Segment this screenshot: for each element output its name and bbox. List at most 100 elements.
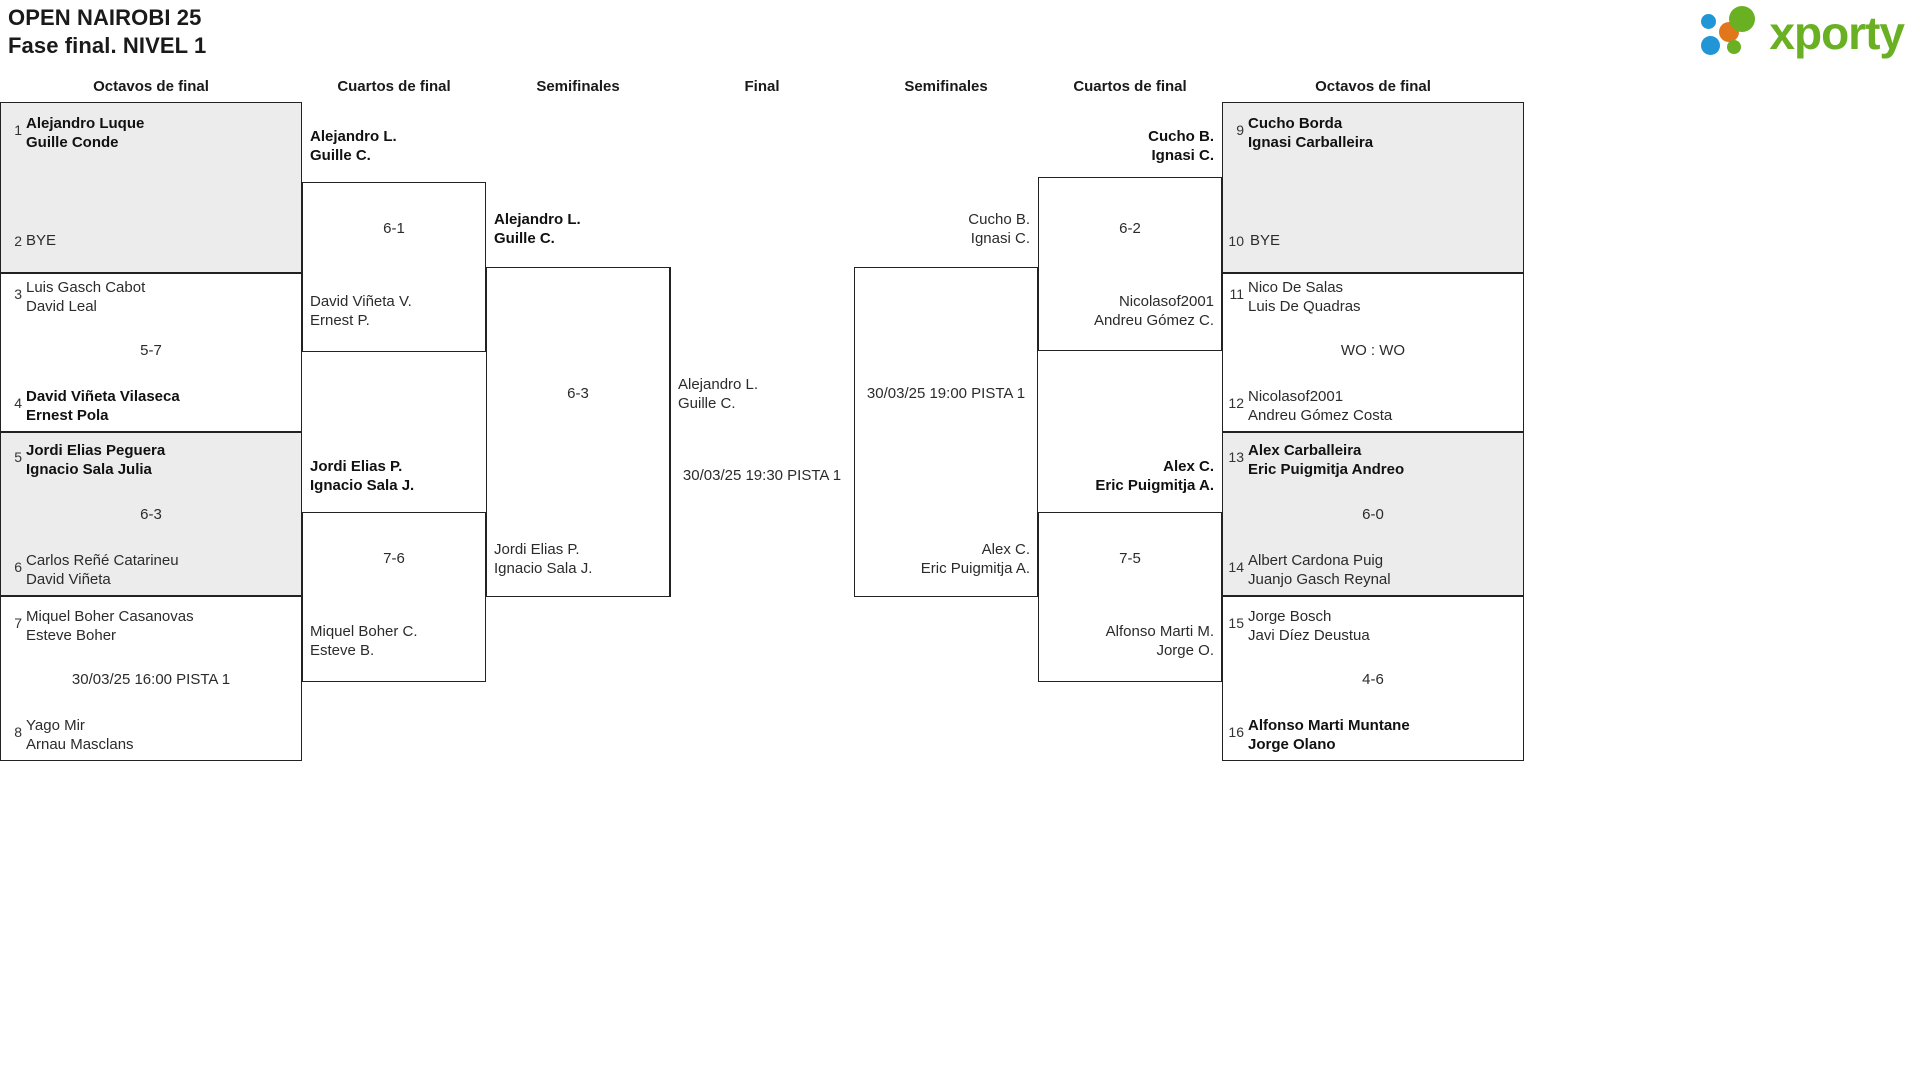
match-score: 6-1: [383, 220, 405, 237]
player-name: Alex C.: [981, 541, 1030, 558]
match-schedule: 30/03/25 19:00 PISTA 1: [866, 385, 1026, 402]
player-name: Jorge O.: [1156, 642, 1214, 659]
round-header-final: Final: [744, 78, 780, 95]
player-name: Miquel Boher Casanovas: [26, 608, 194, 625]
match-box-left-r16-1[interactable]: [0, 102, 302, 273]
logo-wordmark: xporty: [1769, 7, 1905, 59]
player-name: Jorge Olano: [1248, 736, 1336, 753]
seed-number: 6: [14, 559, 22, 575]
player-pair: Jordi Elias Peguera Ignacio Sala Julia: [26, 441, 165, 479]
match-box-left-sf[interactable]: [486, 267, 670, 597]
match-score: 6-3: [140, 506, 162, 523]
player-pair: Jordi Elias P. Ignacio Sala J.: [310, 457, 414, 495]
player-name: Alejandro L.: [494, 211, 581, 228]
player-pair: Albert Cardona Puig Juanjo Gasch Reynal: [1248, 551, 1391, 589]
player-name: Eric Puigmitja A.: [1095, 477, 1214, 494]
player-name: BYE: [1250, 232, 1281, 249]
player-name: Cucho Borda: [1248, 115, 1343, 132]
player-pair: Cucho B. Ignasi C.: [854, 210, 1030, 248]
round-header-left-qf: Cuartos de final: [337, 78, 451, 95]
match-box-left-r16-4[interactable]: [0, 596, 302, 761]
tournament-phase: Fase final. NIVEL 1: [8, 33, 207, 58]
match-box-right-r16-4[interactable]: [1222, 596, 1524, 761]
player-name: Esteve Boher: [26, 627, 117, 644]
match-box-right-r16-3[interactable]: [1222, 432, 1524, 596]
logo-dots-icon: [1701, 6, 1763, 58]
match-box-right-qf-1[interactable]: [1038, 177, 1222, 351]
match-box-right-r16-2[interactable]: [1222, 273, 1524, 432]
player-name: Alejandro L.: [678, 376, 759, 393]
player-pair: Carlos Reñé Catarineu David Viñeta: [26, 551, 179, 589]
player-name: Alejandro Luque: [26, 115, 145, 132]
player-name: Guille C.: [310, 147, 371, 164]
seed-number: 4: [14, 395, 22, 411]
player-pair: Alex C. Eric Puigmitja A.: [854, 540, 1030, 578]
player-name: Javi Díez Deustua: [1248, 627, 1370, 644]
seed-number: 13: [1228, 449, 1244, 465]
match-box-left-qf-2[interactable]: [302, 512, 486, 682]
player-pair: Nicolasof2001 Andreu Gómez Costa: [1248, 387, 1392, 425]
match-box-right-sf[interactable]: [854, 267, 1038, 597]
match-score: 6-2: [1119, 220, 1141, 237]
player-name: Arnau Masclans: [26, 736, 134, 753]
seed-number: 8: [14, 724, 22, 740]
player-name: David Viñeta: [26, 571, 111, 588]
seed-number: 10: [1228, 233, 1244, 249]
player-name: Alejandro L.: [310, 128, 397, 145]
player-name: Ignacio Sala Julia: [26, 461, 152, 478]
match-box-left-qf-1[interactable]: [302, 182, 486, 352]
player-name: Esteve B.: [310, 642, 375, 659]
player-pair: Luis Gasch Cabot David Leal: [26, 278, 145, 316]
player-name: Andreu Gómez Costa: [1248, 407, 1393, 424]
player-name: Ignasi C.: [1151, 147, 1214, 164]
match-box-right-r16-1[interactable]: [1222, 102, 1524, 273]
player-name: Albert Cardona Puig: [1248, 552, 1384, 569]
match-score: 7-6: [383, 550, 405, 567]
player-name: Ernest Pola: [26, 407, 109, 424]
match-box-left-r16-2[interactable]: [0, 273, 302, 432]
seed-number: 14: [1228, 559, 1244, 575]
match-score: WO : WO: [1340, 342, 1406, 359]
match-score: 5-7: [140, 342, 162, 359]
player-name: David Leal: [26, 298, 97, 315]
player-name: Yago Mir: [26, 717, 85, 734]
player-name: Alex Carballeira: [1248, 442, 1362, 459]
player-name: Ignasi C.: [970, 230, 1030, 247]
seed-number: 7: [14, 615, 22, 631]
xporty-logo: xporty: [1701, 6, 1905, 59]
match-box-right-qf-2[interactable]: [1038, 512, 1222, 682]
player-name: Ignasi Carballeira: [1248, 134, 1374, 151]
seed-number: 5: [14, 449, 22, 465]
player-name: Nicolasof2001: [1118, 293, 1214, 310]
round-header-right-qf: Cuartos de final: [1073, 78, 1187, 95]
player-name: Luis De Quadras: [1248, 298, 1361, 315]
player-name: Ignacio Sala J.: [310, 477, 415, 494]
player-pair: BYE: [26, 231, 56, 250]
player-name: Alfonso Marti M.: [1105, 623, 1214, 640]
player-name: Nicolasof2001: [1248, 388, 1344, 405]
player-name: Miquel Boher C.: [310, 623, 418, 640]
match-schedule: 30/03/25 16:00 PISTA 1: [71, 671, 231, 688]
player-name: Luis Gasch Cabot: [26, 279, 146, 296]
player-name: David Viñeta V.: [310, 293, 412, 310]
player-pair: Cucho Borda Ignasi Carballeira: [1248, 114, 1373, 152]
player-name: Alfonso Marti Muntane: [1248, 717, 1410, 734]
round-header-right-r16: Octavos de final: [1315, 78, 1431, 95]
round-header-left-r16: Octavos de final: [93, 78, 209, 95]
player-name: David Viñeta Vilaseca: [26, 388, 180, 405]
match-score: 6-0: [1362, 506, 1384, 523]
page-title: OPEN NAIROBI 25 Fase final. NIVEL 1: [8, 4, 206, 60]
match-box-left-r16-3[interactable]: [0, 432, 302, 596]
match-score: 6-3: [567, 385, 589, 402]
player-name: Jordi Elias P.: [310, 458, 403, 475]
seed-number: 16: [1228, 724, 1244, 740]
player-pair: Miquel Boher Casanovas Esteve Boher: [26, 607, 194, 645]
player-pair: Alex C. Eric Puigmitja A.: [1038, 457, 1214, 495]
connector-right-final: [854, 267, 855, 597]
player-name: Guille Conde: [26, 134, 119, 151]
player-name: Eric Puigmitja A.: [920, 560, 1030, 577]
match-score: 4-6: [1362, 671, 1384, 688]
player-pair: Cucho B. Ignasi C.: [1038, 127, 1214, 165]
player-name: Eric Puigmitja Andreo: [1248, 461, 1405, 478]
seed-number: 2: [14, 233, 22, 249]
